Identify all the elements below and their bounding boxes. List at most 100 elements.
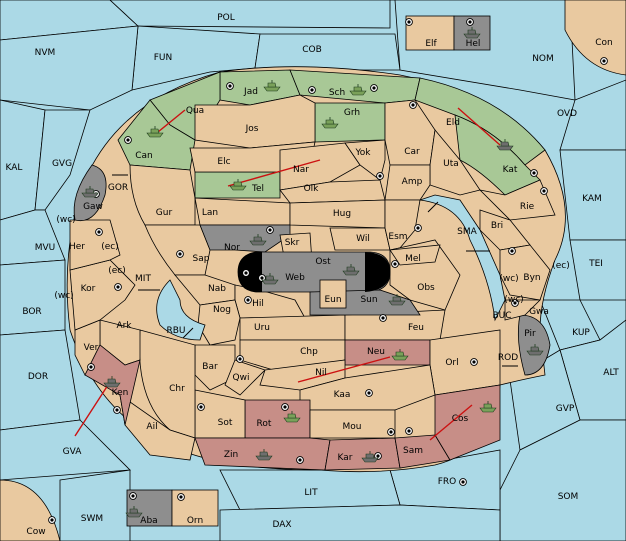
sea-region-dax[interactable] [219,504,501,541]
region-nar[interactable] [279,142,361,191]
sea-region-pol[interactable] [109,0,391,29]
land-label-kaa: Kaa [334,390,351,400]
region-sap[interactable] [144,224,211,276]
land-label-eun: Eun [324,295,341,305]
unit-fleet-gaw[interactable] [81,186,99,198]
unit-fleet-sch[interactable] [349,84,367,96]
sea-region-kam[interactable] [559,149,626,241]
sea-label-lit: LIT [304,488,318,498]
region-mel[interactable] [389,244,441,266]
supply-center-car [409,101,417,109]
unit-layer [81,27,544,518]
sea-label-ovd: OVD [557,109,577,119]
supply-center-ver [87,363,95,371]
region-neu[interactable] [344,339,431,366]
sea-label-nom: NOM [532,54,554,64]
land-label-mel: Mel [405,254,421,264]
unit-fleet-kat[interactable] [496,139,514,151]
unit-fleet-kar[interactable] [361,451,379,463]
region-aba[interactable] [126,489,173,527]
sea-label-pol: POL [217,13,235,23]
land-label-bar: Bar [202,362,218,372]
unit-fleet-rot[interactable] [283,411,301,423]
supply-center-rie [540,187,548,195]
unit-fleet-aba[interactable] [125,506,143,518]
sea-label-mit: MIT [135,274,151,284]
sea-region-ovd[interactable] [559,79,626,151]
supply-center-amp [376,172,384,180]
sea-label-gor: GOR [108,183,128,193]
sea-labels: POL COB NVM FUN NOM Con OVD KAL GVG KAM … [6,13,620,537]
sea-label-som: SOM [558,492,579,502]
land-label-gwa: Gwa [529,307,549,317]
supply-center-ken [113,406,121,414]
unit-fleet-pir[interactable] [526,344,544,356]
supply-center-rot [281,403,289,411]
sea-region-swm[interactable] [59,469,131,541]
supply-center-orl [470,358,478,366]
region-qwi[interactable] [224,359,266,396]
supply-center-hel [466,18,474,26]
region-pir[interactable] [517,314,551,376]
unit-fleet-cos[interactable] [479,401,497,413]
region-amp[interactable] [384,164,431,201]
region-yok[interactable] [344,139,386,181]
region-gur[interactable] [129,164,196,226]
region-kar[interactable] [324,437,401,471]
unit-fleet-jad[interactable] [263,80,281,92]
land-label-sch: Sch [329,88,345,98]
sea-region-gvg[interactable] [34,109,91,211]
region-orl[interactable] [429,329,501,396]
land-label-wil: Wil [356,234,370,244]
sea-label-gva: GVA [63,447,83,457]
sea-region-cob[interactable] [254,33,401,71]
supply-center-gwa [511,299,519,307]
region-rie[interactable] [478,179,556,221]
unit-fleet-ost[interactable] [342,264,360,276]
sea-region-rbu[interactable] [156,279,206,341]
unit-fleet-nor[interactable] [249,234,267,246]
supply-center-zin [296,456,304,464]
unit-fleet-grh[interactable] [321,117,339,129]
unit-fleet-sun[interactable] [388,294,406,306]
land-label-tel: Tel [251,184,264,194]
region-her[interactable] [69,219,121,271]
sea-label-alt: ALT [603,368,619,378]
unit-fleet-hel[interactable] [463,27,481,39]
region-jos[interactable] [194,94,316,149]
sea-region-nvm[interactable] [0,25,139,111]
region-rot[interactable] [244,399,311,439]
supply-center-sam [405,427,413,435]
land-label-ost: Ost [315,257,331,267]
region-olk[interactable] [279,179,386,204]
land-label-sap: Sap [193,254,210,264]
order-arrow-gva-ken [74,384,109,437]
unit-fleet-can[interactable] [146,126,164,138]
sea-region-mvu[interactable] [0,209,66,266]
land-label-uru: Uru [254,323,270,333]
sea-label-mvu: MVU [35,243,56,253]
land-label-ver: Ver [84,343,99,353]
unit-fleet-neu[interactable] [391,349,409,361]
unit-fleet-zin[interactable] [255,449,273,461]
unit-fleet-ken[interactable] [103,376,121,388]
unit-fleet-web[interactable] [261,273,279,285]
supply-center-jad [226,82,234,90]
sea-region-tei[interactable] [569,239,626,301]
land-label-zin: Zin [224,450,238,460]
land-label-nar: Nar [293,165,309,175]
unit-fleet-tel[interactable] [229,179,247,191]
sea-region-sma[interactable] [419,194,506,322]
land-label-chp: Chp [300,347,318,357]
land-label-ken: Ken [112,388,129,398]
land-label-rie: Rie [520,202,535,212]
supply-center-kat [530,169,538,177]
land-label-grh: Grh [344,108,360,118]
supply-center-sap [176,250,184,258]
land-label-ark: Ark [116,321,132,331]
region-elf[interactable] [405,15,455,51]
region-eun[interactable] [319,279,347,309]
sea-label-dor: DOR [28,372,48,382]
